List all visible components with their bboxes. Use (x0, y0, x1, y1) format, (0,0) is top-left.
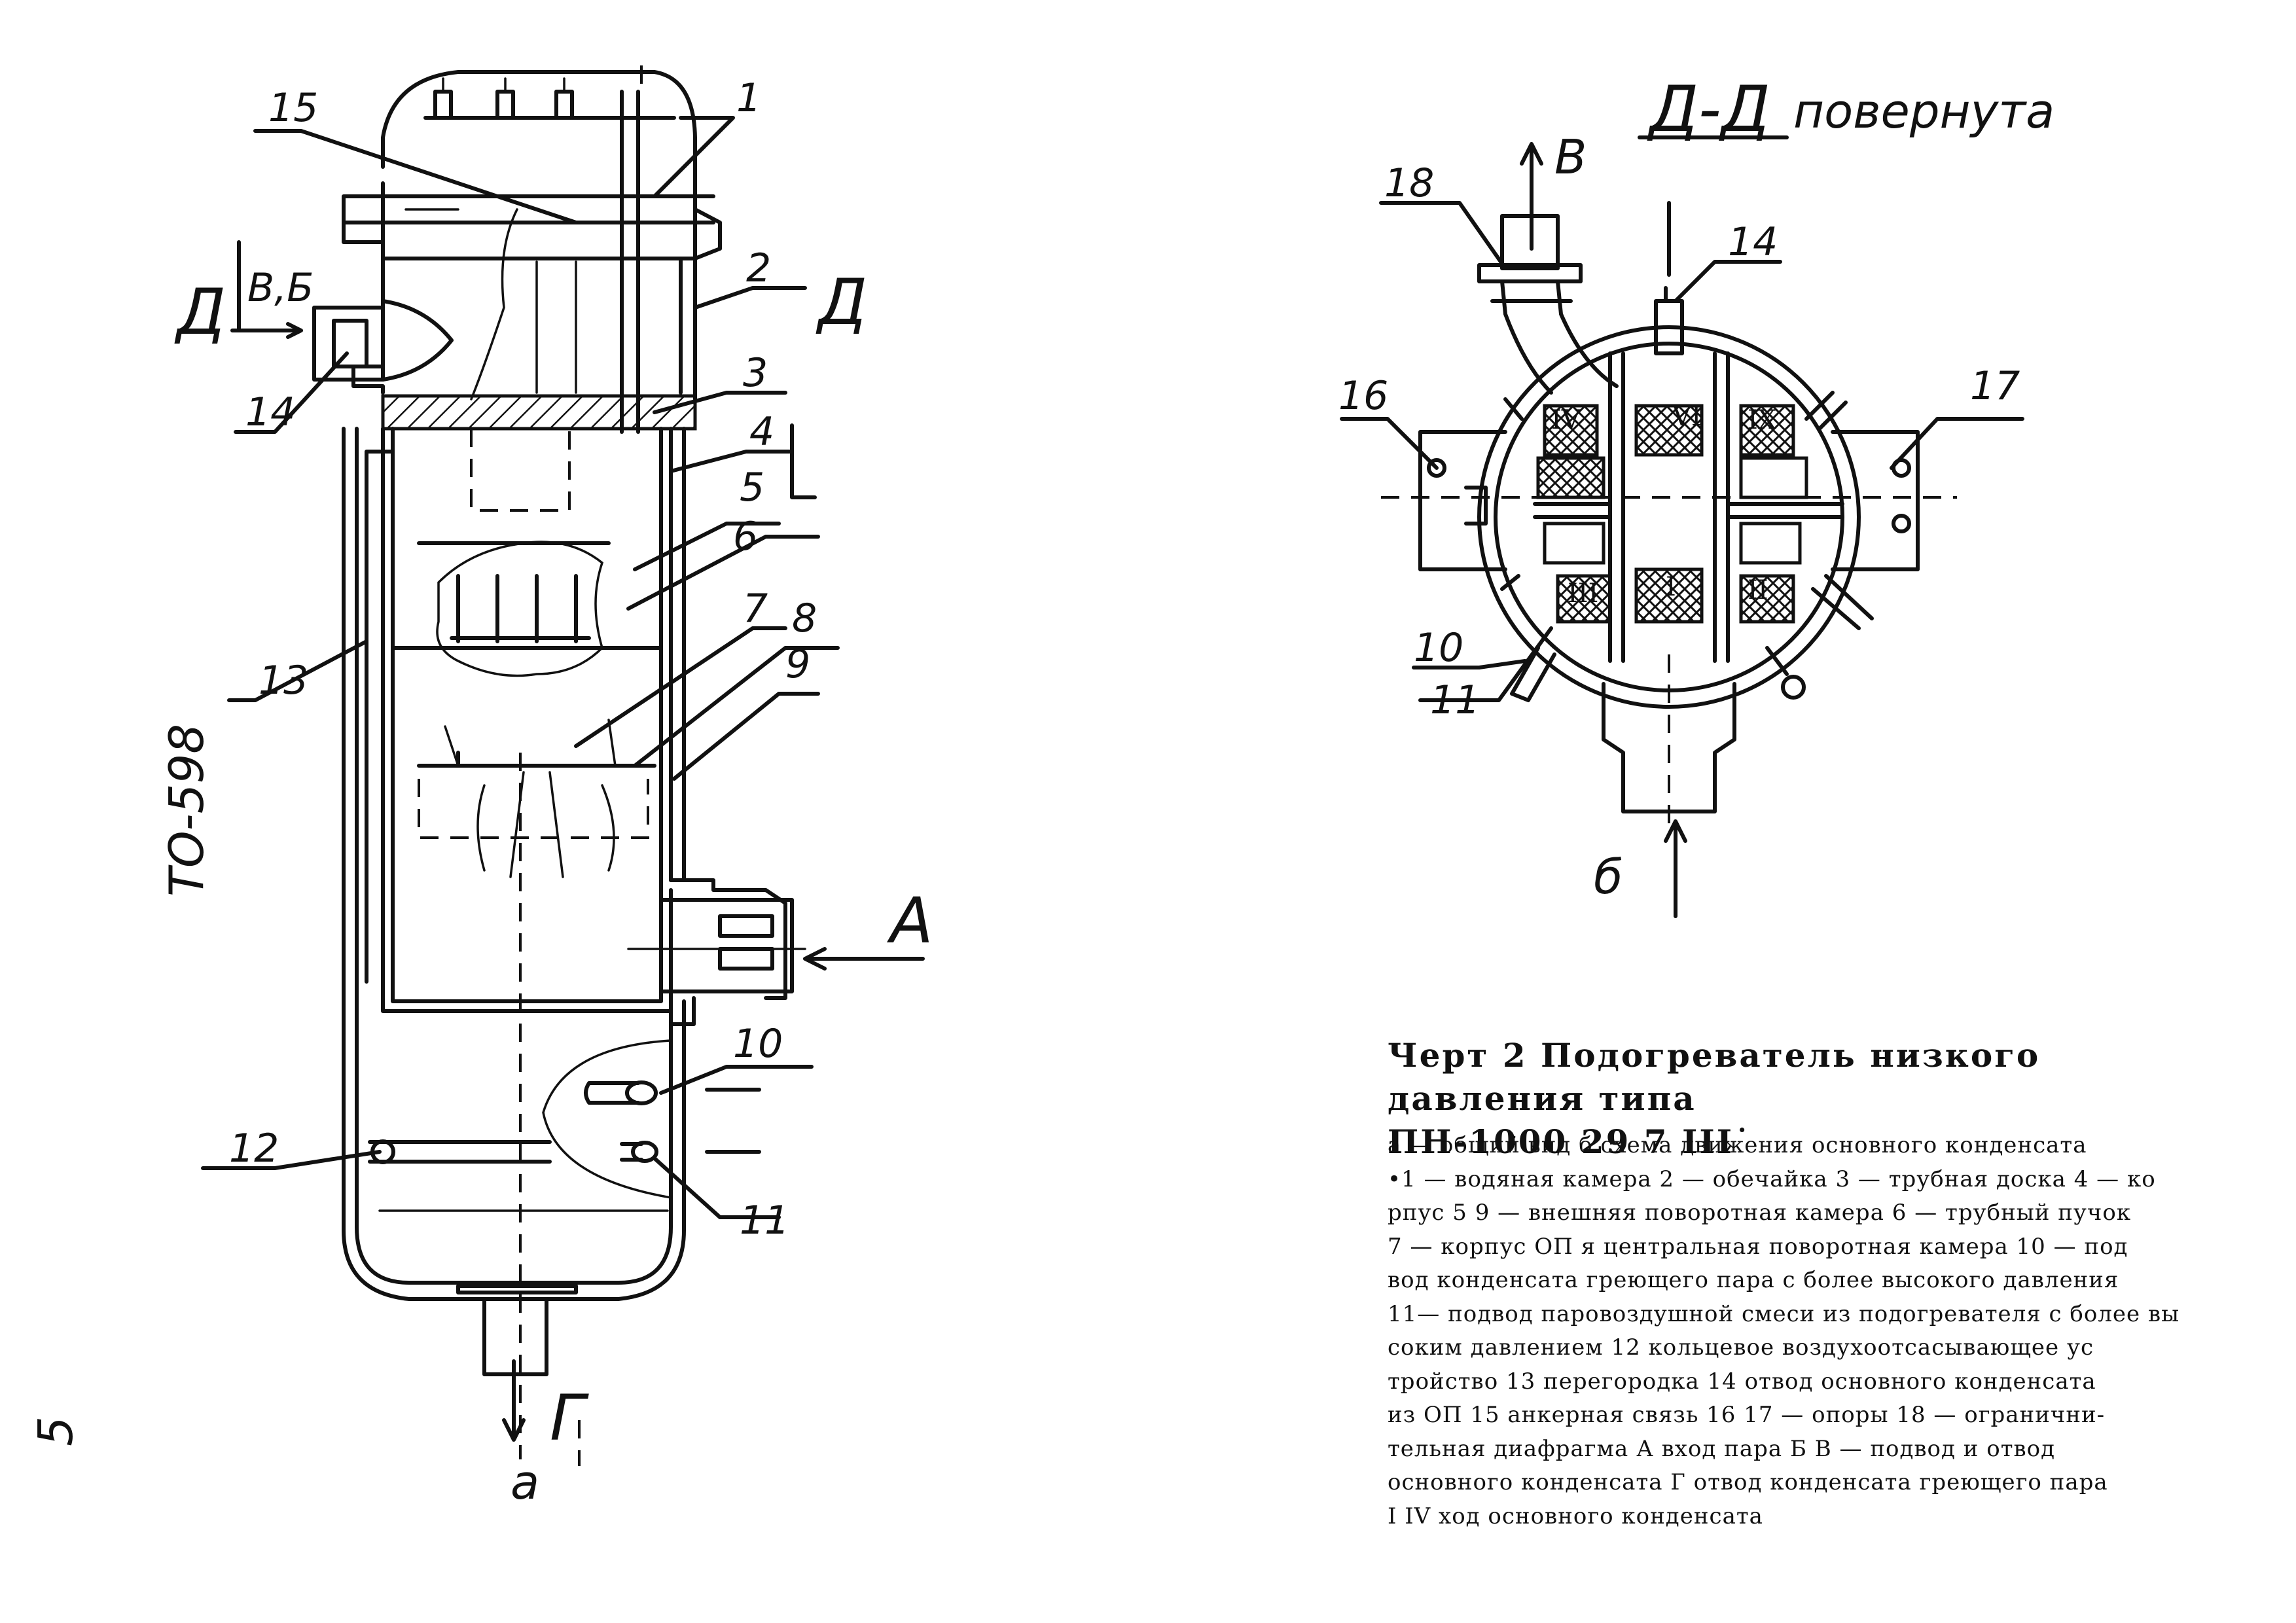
svg-text:повернута: повернута (1793, 84, 2054, 139)
section-shell (1477, 325, 1861, 709)
legend-line: тройство 13 перегородка 14 отвод основно… (1388, 1368, 2096, 1395)
svg-text:14: 14 (1728, 219, 1778, 265)
svg-text:В,Б: В,Б (247, 265, 314, 311)
svg-text:10: 10 (733, 1021, 783, 1067)
general-view: 1 2 3 4 5 6 7 8 9 10 11 12 13 1 (174, 65, 933, 1510)
caption-title-line: ПН-1000 29 7 III˙ (1388, 1122, 1753, 1161)
svg-text:11: 11 (1430, 677, 1480, 723)
legend-line: рпус 5 9 — внешняя поворотная камера 6 —… (1388, 1200, 2132, 1226)
svg-text:Д: Д (174, 276, 226, 349)
svg-text:В: В (1554, 130, 1587, 185)
caption-title: Черт 2 Подогреватель низкого давления ти… (1388, 1034, 2225, 1164)
legend-line: 11— подвод паровоздушной смеси из подогр… (1388, 1300, 2180, 1327)
svg-text:Г: Г (550, 1382, 589, 1455)
svg-text:II: II (1748, 575, 1768, 605)
svg-text:А: А (886, 884, 933, 957)
cutaway-outline (436, 541, 604, 677)
svg-text:Д-Д: Д-Д (1647, 73, 1770, 146)
margin-code: ТО-598 (159, 724, 214, 897)
svg-text:I: I (1666, 572, 1676, 602)
air-ring-12 (368, 1140, 552, 1164)
inlet-11 (631, 1141, 658, 1163)
svg-text:2: 2 (746, 245, 771, 291)
legend-line: а — общий вид б схема движения основного… (1388, 1132, 2087, 1158)
svg-text:1: 1 (736, 75, 761, 121)
svg-text:3: 3 (743, 350, 768, 396)
svg-text:7: 7 (743, 586, 768, 632)
legend-line: вод конденсата греющего пара с более выс… (1388, 1267, 2119, 1293)
nozzle-14 (312, 299, 454, 382)
legend-line: тельная диафрагма А вход пара Б В — подв… (1388, 1435, 2056, 1462)
svg-text:IX: IX (1748, 405, 1777, 435)
svg-text:14: 14 (245, 389, 295, 435)
svg-text:17: 17 (1970, 363, 2020, 409)
page-number: 5 (28, 1416, 83, 1446)
caption-legend: а — общий вид б схема движения основного… (1388, 1129, 2225, 1533)
svg-text:4: 4 (749, 409, 774, 455)
caption-title-line: Черт 2 Подогреватель низкого давления ти… (1388, 1036, 2041, 1118)
svg-text:18: 18 (1384, 160, 1434, 206)
svg-text:12: 12 (229, 1126, 279, 1171)
svg-text:13: 13 (259, 658, 308, 704)
tube-sheet (381, 394, 697, 431)
legend-line: из ОП 15 анкерная связь 16 17 — опоры 18… (1388, 1402, 2106, 1428)
svg-text:III: III (1568, 579, 1598, 609)
inlet-a-nozzle (627, 878, 806, 1026)
top-nozzles (423, 65, 676, 434)
svg-text:9: 9 (785, 641, 810, 687)
svg-text:15: 15 (268, 85, 318, 131)
svg-text:11: 11 (740, 1198, 789, 1243)
svg-text:IV: IV (1551, 405, 1581, 435)
flow-marks: Д В,Б Д А Г а (174, 240, 933, 1510)
svg-text:10: 10 (1414, 625, 1463, 671)
legend-line: I IV ход основного конденсата (1388, 1503, 1763, 1529)
svg-text:8: 8 (792, 596, 817, 641)
legend-line: 7 — корпус ОП я центральная поворотная к… (1388, 1233, 2128, 1260)
svg-text:а: а (511, 1455, 539, 1510)
roman-labels: IV VI IX III I II (1551, 402, 1777, 609)
section-view: Д-Д повернута В (1338, 73, 2054, 918)
inlet-10 (625, 1080, 658, 1105)
svg-text:16: 16 (1338, 373, 1388, 419)
legend-line: •1 — водяная камера 2 — обечайка 3 — тру… (1388, 1166, 2156, 1192)
svg-text:Д: Д (816, 266, 867, 339)
nozzle-18 (1477, 214, 1619, 395)
svg-text:VI: VI (1672, 402, 1702, 432)
callouts: 1 2 3 4 5 6 7 8 9 10 11 12 13 1 (201, 75, 840, 1243)
svg-text:6: 6 (733, 514, 758, 560)
svg-text:б: б (1594, 849, 1623, 904)
svg-text:5: 5 (740, 465, 764, 510)
legend-line: соким давлением 12 кольцевое воздухоотса… (1388, 1334, 2094, 1361)
legend-line: основного конденсата Г отвод конденсата … (1388, 1469, 2108, 1495)
